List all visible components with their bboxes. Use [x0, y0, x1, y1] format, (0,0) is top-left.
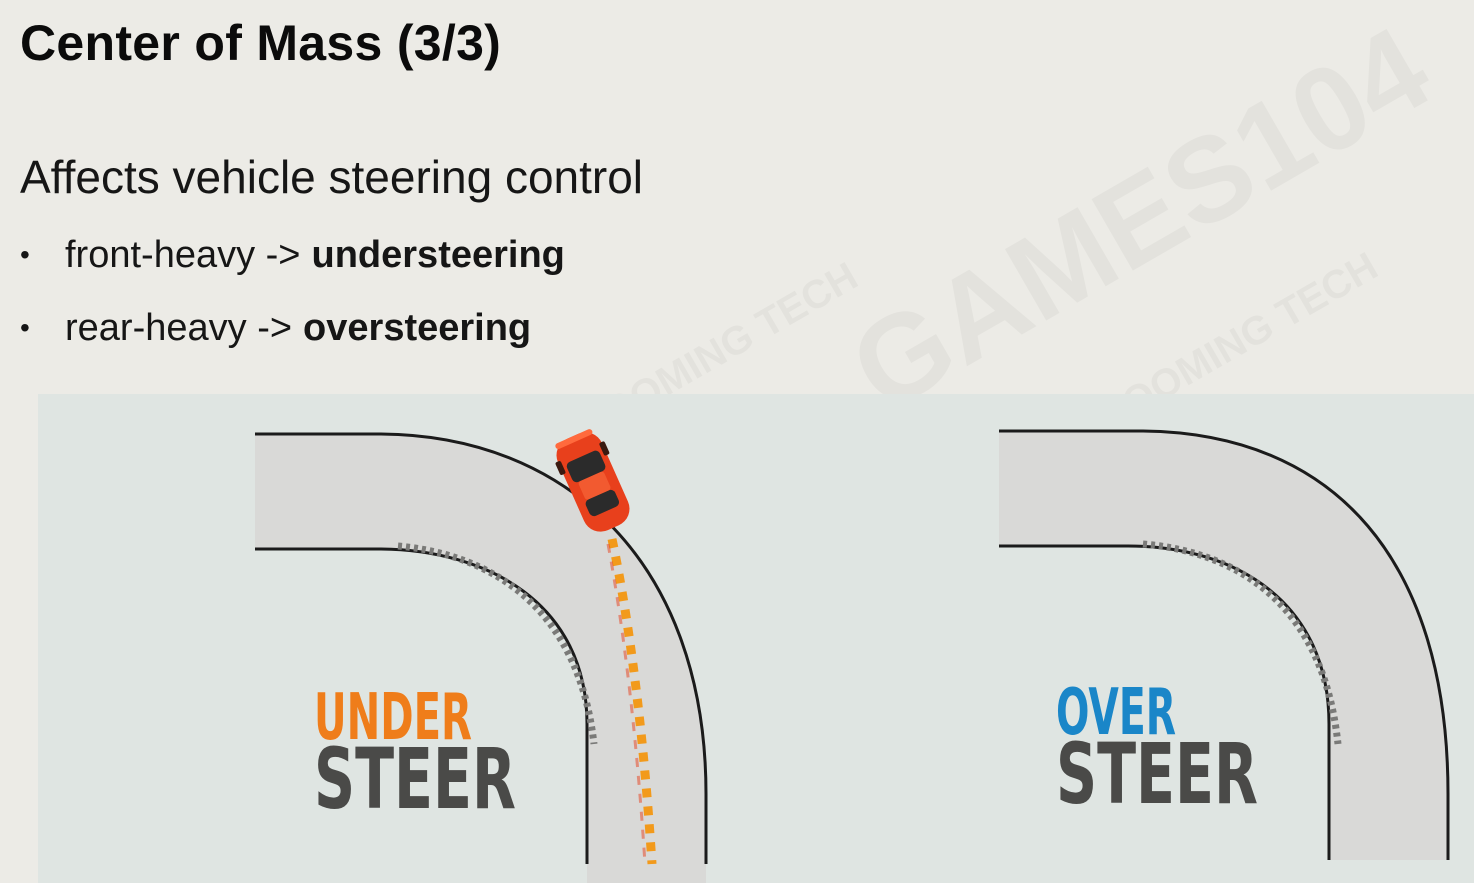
- bullet-item-front-heavy: • front-heavy -> understeering: [20, 228, 565, 282]
- oversteer-label-top: OVER: [1056, 676, 1176, 750]
- oversteer-panel: OVER STEER: [999, 429, 1450, 860]
- oversteer-skid-marks: [1142, 540, 1342, 745]
- oversteer-road-outer-edge: [999, 429, 1450, 860]
- bullet-text: rear-heavy ->: [65, 306, 293, 349]
- understeer-skid-marks: [397, 542, 598, 745]
- watermark: GAMES104: [828, 0, 1451, 439]
- slide-title: Center of Mass (3/3): [20, 15, 502, 71]
- bullet-list: • front-heavy -> understeering • rear-he…: [20, 228, 565, 374]
- understeer-panel: UNDER STEER: [255, 429, 708, 883]
- understeer-road-outer-edge: [255, 432, 708, 864]
- steering-illustration: UNDER STEER OVER STEER: [38, 394, 1474, 883]
- bullet-text: front-heavy ->: [65, 233, 301, 276]
- bullet-strong-text: oversteering: [303, 306, 532, 349]
- understeer-label-top: UNDER: [314, 681, 472, 755]
- bullet-dot-icon: •: [20, 312, 30, 343]
- slide-subtitle: Affects vehicle steering control: [20, 151, 644, 203]
- understeer-car-trail: [607, 538, 657, 865]
- steering-diagram: UNDER STEER OVER STEER: [255, 429, 1450, 883]
- oversteer-label-bottom: STEER: [1056, 725, 1258, 823]
- understeer-road: [255, 434, 706, 883]
- car-icon: [555, 429, 630, 532]
- bullet-dot-icon: •: [20, 239, 30, 270]
- bullet-item-rear-heavy: • rear-heavy -> oversteering: [20, 301, 565, 355]
- understeer-label-bottom: STEER: [314, 730, 516, 828]
- bullet-strong-text: understeering: [311, 233, 565, 276]
- oversteer-road: [999, 431, 1448, 860]
